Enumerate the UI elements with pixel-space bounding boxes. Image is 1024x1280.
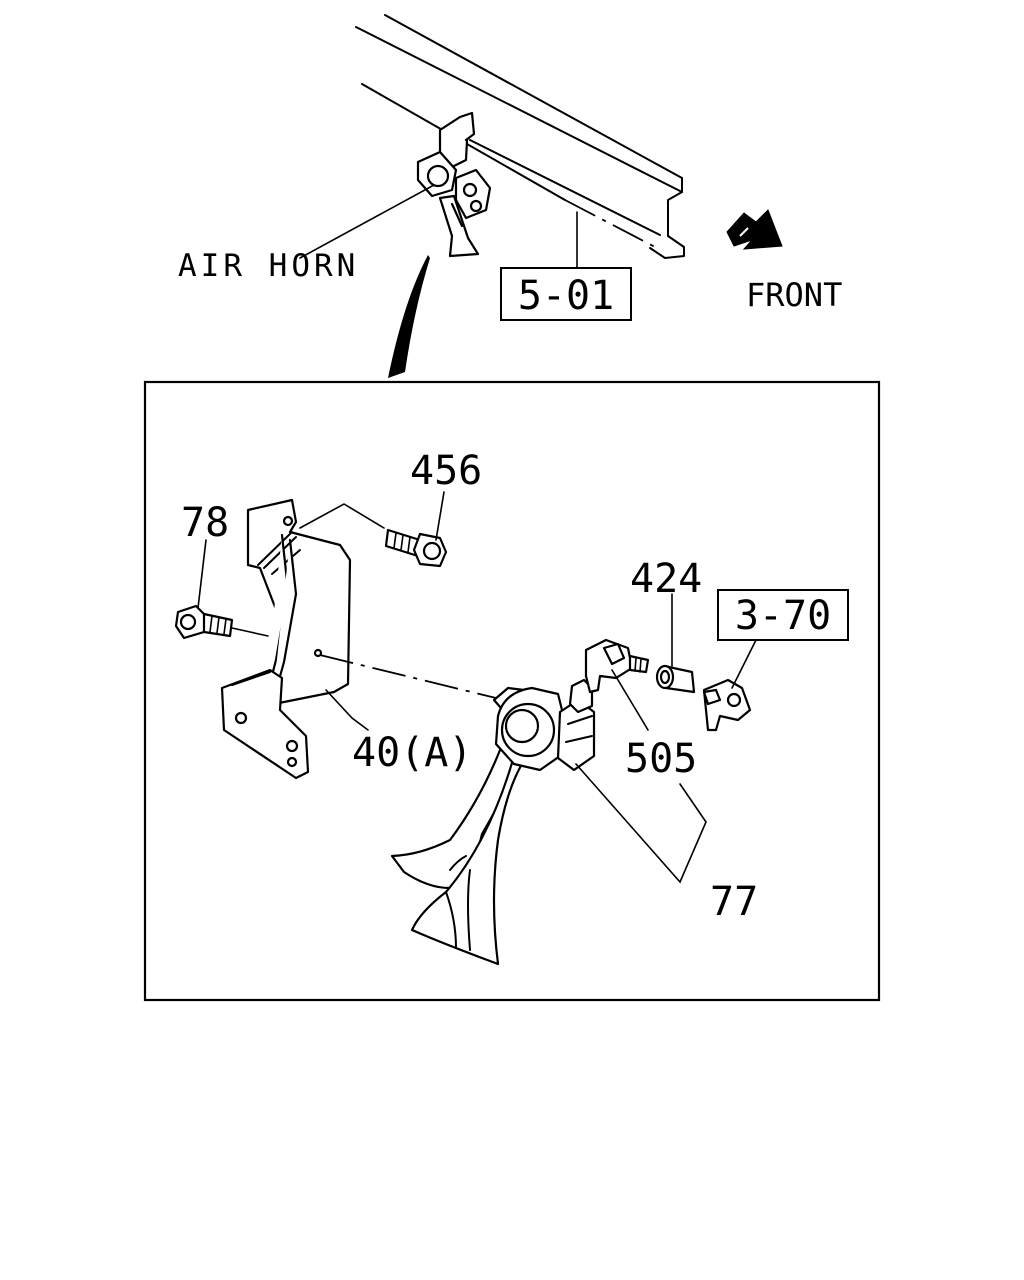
ref-3-70-leader: [731, 639, 757, 689]
part-505-leader: [611, 669, 649, 731]
ref-5-01-box: [500, 267, 632, 321]
bolt-78-axis: [231, 627, 269, 637]
bolt-456: [384, 528, 448, 568]
part-78-leader: [197, 539, 207, 609]
bolt-456-axis: [299, 503, 385, 529]
sleeve-424: [655, 664, 696, 694]
bolt-78: [174, 604, 234, 640]
front-label: FRONT: [746, 276, 842, 314]
air-horn-77: [390, 678, 596, 966]
part-424-label: 424: [630, 556, 702, 602]
ref-5-01-label: 5-01: [518, 273, 614, 319]
frame-rail: [355, 14, 685, 259]
air-horn-leader: [299, 184, 435, 259]
part-77-label: 77: [710, 879, 758, 925]
part-456-label: 456: [410, 448, 482, 494]
elbow-fitting-505: [584, 638, 650, 694]
ref-3-70-label: 3-70: [735, 593, 831, 639]
part-78-label: 78: [181, 500, 229, 546]
part-456-leader: [435, 491, 445, 541]
part-40a-leader: [325, 689, 369, 731]
part-40a-label: 40(A): [352, 730, 472, 776]
ref-3-70-box: [717, 589, 849, 641]
bracket-40a: [220, 498, 352, 780]
detail-pointer-icon: [388, 255, 430, 378]
front-direction-arrow-icon: [726, 209, 783, 250]
detail-frame: [143, 380, 881, 1002]
air-line-fitting: [702, 678, 752, 732]
part-505-label: 505: [625, 736, 697, 782]
mount-axis: [319, 654, 497, 699]
part-77-leader: [575, 763, 707, 884]
overview-air-horn: [416, 111, 492, 258]
air-horn-label: AIR HORN: [178, 248, 359, 284]
